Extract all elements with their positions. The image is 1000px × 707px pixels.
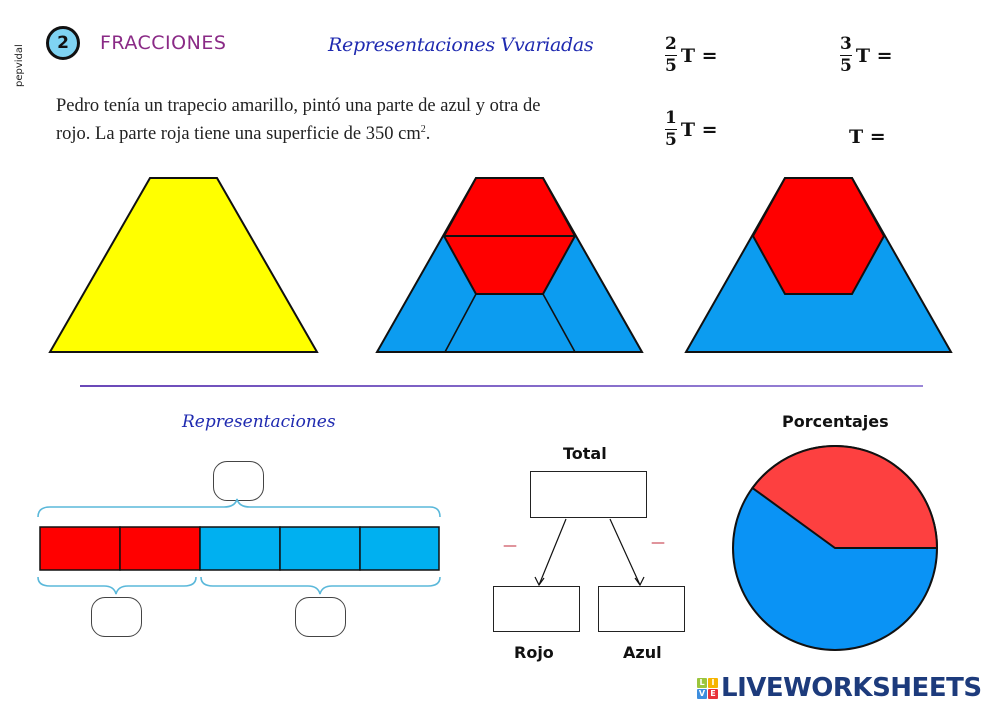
left-fraction-blank[interactable]: — bbox=[503, 538, 517, 554]
equation-rest: T = bbox=[680, 44, 718, 67]
problem-superscript: 2 bbox=[420, 124, 426, 135]
diagram-arrows bbox=[534, 518, 645, 587]
equation-two-fifths: 2 5 T = bbox=[665, 36, 718, 75]
equation-rest: T = bbox=[855, 44, 893, 67]
equation-one-fifth: 1 5 T = bbox=[665, 110, 718, 149]
logo-letter: L bbox=[697, 677, 707, 688]
worksheet-number-badge: 2 bbox=[46, 26, 80, 60]
numerator: 1 bbox=[665, 108, 677, 130]
equation-total: T = bbox=[849, 126, 886, 148]
liveworksheets-logo: L I V E LIVEWORKSHEETS bbox=[697, 673, 982, 703]
total-answer-box[interactable] bbox=[213, 461, 264, 501]
logo-letter: I bbox=[708, 677, 718, 688]
worksheet-number: 2 bbox=[57, 33, 69, 53]
numerator: 3 bbox=[840, 34, 852, 56]
equation-three-fifths: 3 5 T = bbox=[840, 36, 893, 75]
fraction-bar-diagram bbox=[37, 498, 441, 595]
section-divider bbox=[80, 385, 923, 387]
rojo-input-box[interactable] bbox=[493, 586, 580, 632]
page-subtitle: Representaciones Vvariadas bbox=[328, 34, 594, 56]
denominator: 5 bbox=[665, 56, 677, 76]
logo-letter: E bbox=[708, 688, 718, 699]
fraction: 2 5 bbox=[665, 36, 677, 75]
logo-text: LIVEWORKSHEETS bbox=[721, 673, 982, 703]
page-title: FRACCIONES bbox=[100, 32, 227, 54]
percentages-pie-chart bbox=[732, 445, 939, 651]
equation-rest: T = bbox=[680, 118, 718, 141]
fraction: 1 5 bbox=[665, 110, 677, 149]
logo-letter: V bbox=[697, 688, 707, 699]
logo-grid-icon: L I V E bbox=[697, 677, 718, 699]
rojo-label: Rojo bbox=[514, 643, 554, 662]
fraction: 3 5 bbox=[840, 36, 852, 75]
red-answer-box[interactable] bbox=[91, 597, 142, 637]
problem-text: Pedro tenía un trapecio amarillo, pintó … bbox=[56, 96, 541, 145]
denominator: 5 bbox=[840, 56, 852, 76]
representations-title: Representaciones bbox=[182, 412, 336, 432]
problem-statement: Pedro tenía un trapecio amarillo, pintó … bbox=[56, 94, 556, 146]
blue-answer-box[interactable] bbox=[295, 597, 346, 637]
problem-end: . bbox=[425, 124, 431, 145]
azul-input-box[interactable] bbox=[598, 586, 685, 632]
equation-rest: T = bbox=[849, 126, 886, 148]
total-input-box[interactable] bbox=[530, 471, 647, 518]
total-label: Total bbox=[563, 444, 607, 463]
right-fraction-blank[interactable]: — bbox=[651, 535, 665, 551]
azul-label: Azul bbox=[623, 643, 662, 662]
numerator: 2 bbox=[665, 34, 677, 56]
denominator: 5 bbox=[665, 130, 677, 150]
pie-chart-title: Porcentajes bbox=[782, 412, 889, 431]
